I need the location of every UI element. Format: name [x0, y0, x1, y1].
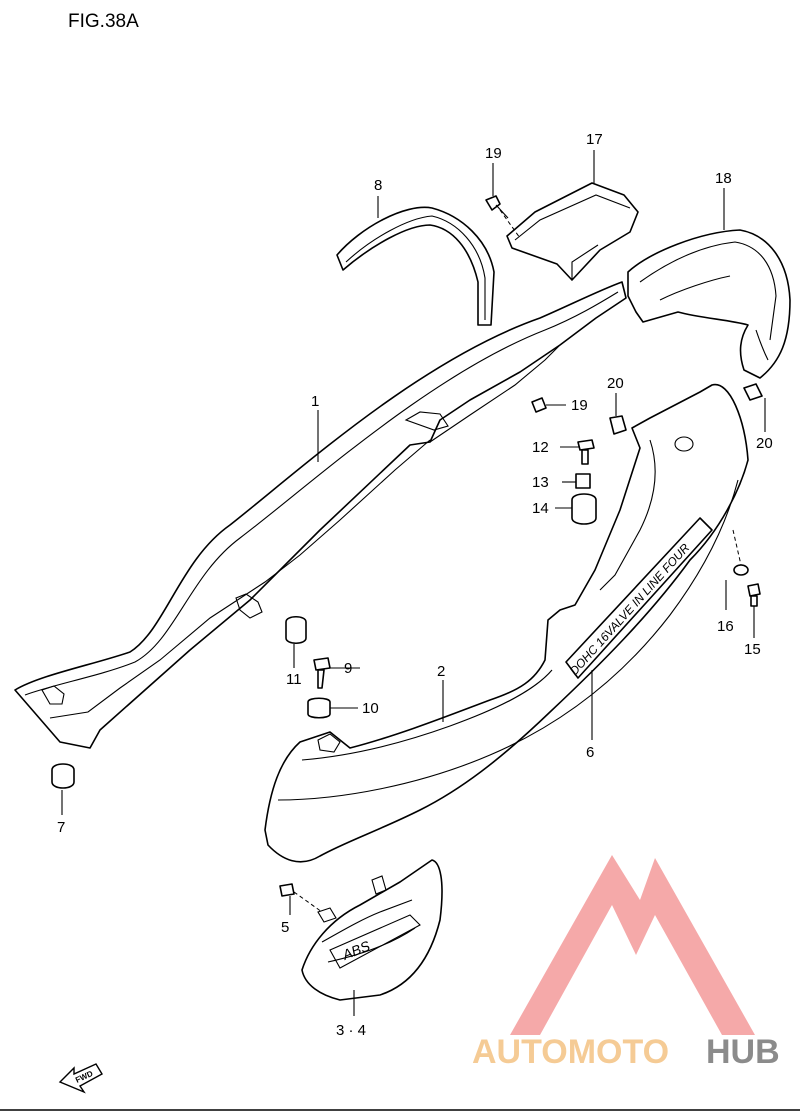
- watermark-triangle-icon: [510, 855, 755, 1035]
- callout-8: 8: [374, 177, 382, 194]
- screw-15: [747, 583, 761, 607]
- watermark-text-2: HUB: [706, 1033, 780, 1071]
- callout-2: 2: [437, 663, 445, 680]
- callout-20-upper: 20: [607, 375, 624, 392]
- grommet-11: [285, 615, 307, 645]
- bolt-19-mid: [531, 397, 547, 413]
- part-2-6-side-cover: [264, 383, 749, 863]
- part-3-4-side-panel: ABS: [301, 859, 443, 1001]
- hardware-group: [51, 195, 763, 913]
- bolt-19-upper: [485, 195, 521, 239]
- part-1-frame-cover: [14, 281, 627, 749]
- callout-15: 15: [744, 641, 761, 658]
- bolt-5: [279, 883, 323, 913]
- callout-labels: 1 2 3 · 4 5 6 7 8 9 10 11 12 13 14 15 16…: [57, 131, 773, 1039]
- callout-17: 17: [586, 131, 603, 148]
- callout-9: 9: [344, 660, 352, 677]
- callout-16: 16: [717, 618, 734, 635]
- washer-16: [732, 529, 749, 576]
- callout-18: 18: [715, 170, 732, 187]
- watermark-text-1: AUTOMOTO: [472, 1033, 669, 1071]
- callout-7: 7: [57, 819, 65, 836]
- part-17-center-cover: [506, 182, 639, 281]
- leader-lines: [61, 150, 766, 1016]
- callout-10: 10: [362, 700, 379, 717]
- screw-12: [577, 439, 595, 465]
- fwd-arrow-icon: FWD: [58, 1063, 103, 1094]
- callout-12: 12: [532, 439, 549, 456]
- callout-5: 5: [281, 919, 289, 936]
- callout-3-4: 3 · 4: [336, 1022, 366, 1039]
- clip-20-upper: [609, 415, 627, 435]
- callout-19-mid: 19: [571, 397, 588, 414]
- damper-14: [571, 493, 597, 525]
- callout-14: 14: [532, 500, 549, 517]
- fastener-9: [313, 657, 331, 689]
- callout-1: 1: [311, 393, 319, 410]
- part-8-rail-trim: [336, 206, 495, 326]
- figure-title: FIG.38A: [68, 11, 139, 32]
- callout-6: 6: [586, 744, 594, 761]
- grommet-7: [51, 763, 75, 789]
- part-18-tail-cowl: [627, 229, 791, 379]
- collar-13: [575, 473, 591, 489]
- callout-19-upper: 19: [485, 145, 502, 162]
- callout-13: 13: [532, 474, 549, 491]
- cushion-10: [307, 697, 331, 719]
- clip-20-right: [743, 383, 763, 401]
- callout-11: 11: [286, 671, 302, 688]
- watermark-logo: AUTOMOTO HUB: [472, 855, 780, 1071]
- callout-20-right: 20: [756, 435, 773, 452]
